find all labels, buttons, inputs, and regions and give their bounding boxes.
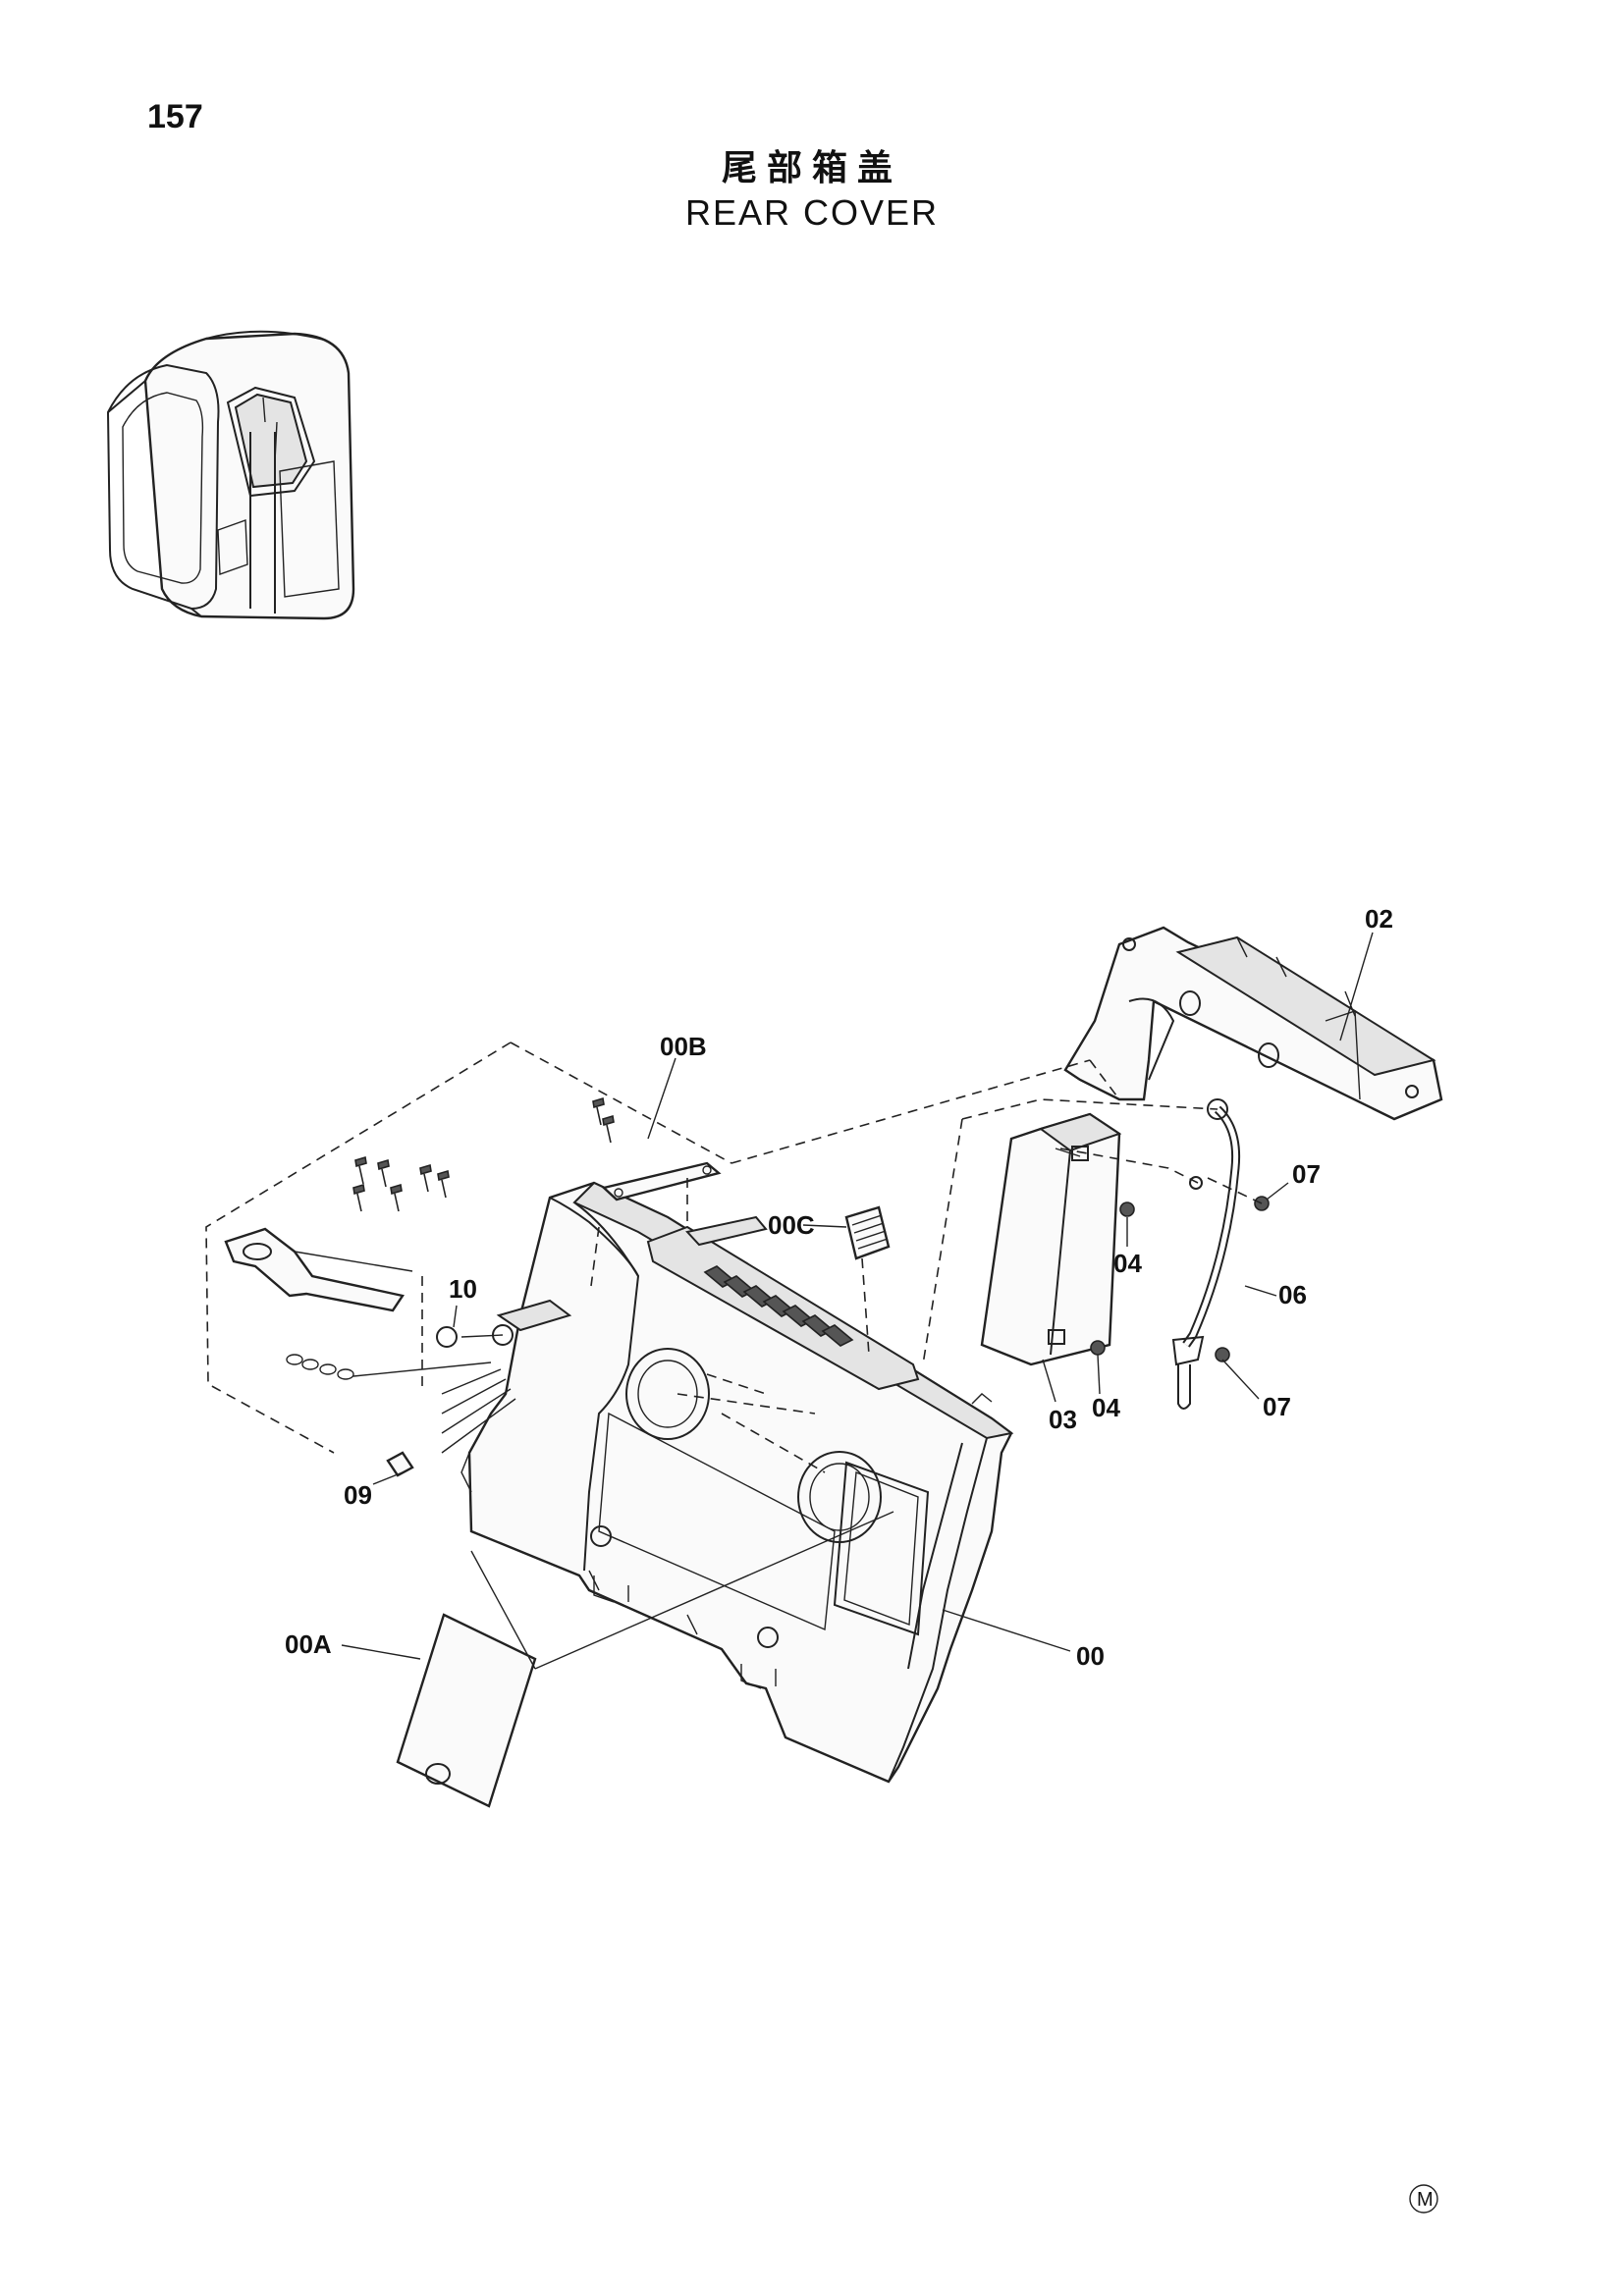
callout-00B: 00B bbox=[660, 1032, 707, 1061]
rear-cover-panel bbox=[460, 1181, 1014, 1784]
callout-04-upper: 04 bbox=[1113, 1249, 1142, 1278]
fastener-04-lower bbox=[1090, 1340, 1106, 1356]
callout-00: 00 bbox=[1076, 1641, 1105, 1671]
title-chinese: 尾部箱盖 bbox=[721, 148, 902, 188]
footer-mark-letter: M bbox=[1417, 2189, 1434, 2211]
title-english: REAR COVER bbox=[684, 192, 940, 233]
part-03-side-duct bbox=[980, 1112, 1122, 1366]
callout-00A: 00A bbox=[285, 1629, 332, 1659]
callout-09: 09 bbox=[344, 1480, 372, 1510]
callout-04-lower: 04 bbox=[1092, 1393, 1120, 1422]
explosion-lines bbox=[590, 1059, 1263, 1473]
leader-lines bbox=[341, 932, 1374, 1670]
part-00A-cover-plate bbox=[396, 1613, 537, 1808]
part-00C-grille bbox=[844, 1205, 891, 1260]
part-00B-bracket-group bbox=[205, 1041, 732, 1454]
part-02-upper-duct bbox=[1063, 926, 1443, 1121]
callout-labels: 02 00B 07 00C 04 10 06 03 04 07 09 00A 0… bbox=[285, 904, 1393, 1671]
callout-00C: 00C bbox=[768, 1210, 815, 1240]
cab-locator-thumbnail bbox=[106, 330, 355, 620]
callout-07-lower: 07 bbox=[1263, 1392, 1291, 1421]
callout-03: 03 bbox=[1049, 1405, 1077, 1434]
part-09-clip bbox=[386, 1451, 414, 1477]
part-06-hose bbox=[1171, 1098, 1241, 1410]
page-number: 157 bbox=[147, 98, 203, 135]
fastener-04-upper bbox=[1119, 1201, 1135, 1217]
circled-m-mark: M bbox=[1409, 2184, 1438, 2214]
callout-06: 06 bbox=[1278, 1280, 1307, 1309]
callout-02: 02 bbox=[1365, 904, 1393, 934]
callout-07-upper: 07 bbox=[1292, 1159, 1321, 1189]
fastener-07-lower bbox=[1215, 1347, 1230, 1362]
callout-10: 10 bbox=[449, 1274, 477, 1304]
